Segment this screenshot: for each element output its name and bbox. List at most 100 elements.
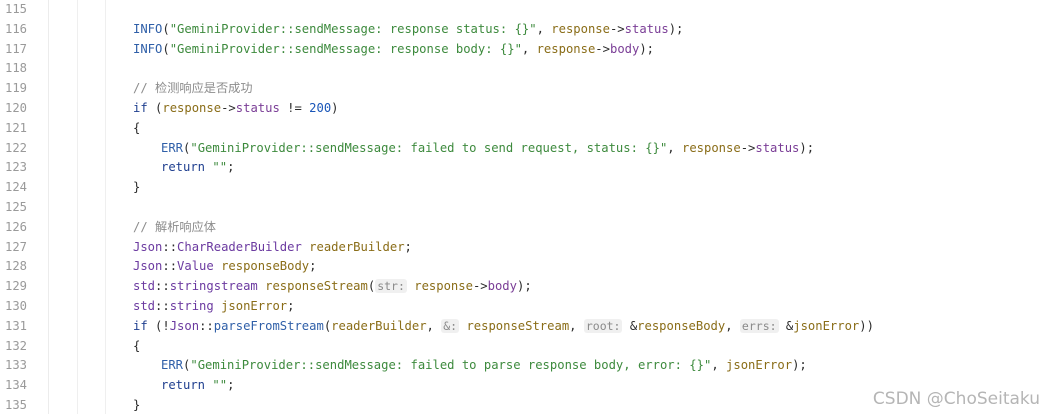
code-token: , bbox=[569, 318, 584, 333]
code-line[interactable]: 135} bbox=[0, 396, 1048, 416]
code-line[interactable]: 130 std::string jsonError; bbox=[0, 297, 1048, 317]
code-token: :: bbox=[162, 239, 178, 254]
code-token: "GeminiProvider::sendMessage: failed to … bbox=[190, 358, 712, 373]
code-line[interactable]: 124} bbox=[0, 178, 1048, 198]
code-token: INFO bbox=[133, 41, 163, 56]
line-number: 132 bbox=[4, 338, 27, 353]
code-token: "GeminiProvider::sendMessage: response b… bbox=[169, 41, 522, 56]
line-number: 117 bbox=[4, 41, 27, 56]
code-token: :: bbox=[162, 259, 178, 274]
code-line[interactable]: 115 bbox=[0, 0, 1048, 20]
code-line[interactable]: 123 return ""; bbox=[0, 158, 1048, 178]
code-token: // 检测响应是否成功 bbox=[133, 81, 253, 96]
code-line[interactable]: 126// 解析响应体 bbox=[0, 218, 1048, 238]
code-token: , bbox=[725, 318, 740, 333]
code-token: } bbox=[133, 180, 141, 195]
code-text: } bbox=[133, 396, 140, 416]
code-token: { bbox=[133, 120, 141, 135]
line-number: 122 bbox=[4, 140, 27, 155]
code-token: ( bbox=[162, 21, 170, 36]
code-token: { bbox=[133, 338, 141, 353]
code-token: , bbox=[426, 318, 442, 333]
code-line[interactable]: 121{ bbox=[0, 119, 1048, 139]
code-token: CharReaderBuilder bbox=[177, 239, 302, 254]
code-token: ) bbox=[331, 101, 339, 115]
code-token: , bbox=[521, 41, 537, 56]
code-token: ERR bbox=[161, 358, 184, 373]
code-text: { bbox=[133, 119, 140, 139]
code-line[interactable]: 122 ERR("GeminiProvider::sendMessage: fai… bbox=[0, 139, 1048, 159]
code-token: status bbox=[235, 101, 280, 115]
code-token: response bbox=[551, 21, 610, 36]
code-line[interactable]: 118 bbox=[0, 59, 1048, 79]
code-token: ); bbox=[792, 358, 807, 373]
inlay-hint: &: bbox=[441, 318, 460, 333]
code-text: Json::Value responseBody; bbox=[133, 257, 316, 277]
code-text: if (!Json::parseFromStream(readerBuilder… bbox=[133, 317, 874, 337]
code-token: stringstream bbox=[169, 279, 258, 294]
code-token: & bbox=[622, 318, 638, 333]
code-line[interactable]: 132 { bbox=[0, 337, 1048, 357]
code-text: ERR("GeminiProvider::sendMessage: failed… bbox=[161, 356, 807, 376]
code-token: readerBuilder bbox=[309, 239, 405, 254]
code-token: ( bbox=[183, 140, 191, 155]
code-text: { bbox=[133, 337, 140, 357]
code-token: // 解析响应体 bbox=[133, 219, 216, 234]
code-text: // 检测响应是否成功 bbox=[133, 79, 253, 99]
code-token: "" bbox=[212, 378, 228, 393]
code-token: , bbox=[667, 140, 682, 155]
code-token: INFO bbox=[133, 21, 163, 36]
code-text: } bbox=[133, 178, 140, 198]
code-token: response bbox=[414, 279, 473, 294]
code-token: parseFromStream bbox=[213, 318, 324, 333]
line-number: 130 bbox=[4, 299, 27, 313]
code-text: Json::CharReaderBuilder readerBuilder; bbox=[133, 238, 412, 258]
code-token: ERR bbox=[161, 140, 184, 155]
code-token: ; bbox=[227, 160, 235, 175]
code-token: ); bbox=[799, 140, 815, 155]
code-token bbox=[214, 259, 221, 273]
code-token: jsonError bbox=[726, 358, 793, 373]
code-token: 200 bbox=[309, 101, 332, 115]
code-token: ( bbox=[367, 279, 376, 294]
code-token: body bbox=[487, 279, 517, 294]
code-line[interactable]: 125 bbox=[0, 198, 1048, 218]
code-token: :: bbox=[199, 318, 214, 333]
code-token bbox=[214, 299, 221, 313]
code-token: -> bbox=[595, 41, 610, 56]
code-token: ; bbox=[404, 239, 412, 254]
code-text: return ""; bbox=[161, 158, 234, 178]
line-number: 125 bbox=[4, 200, 27, 214]
line-number: 123 bbox=[4, 160, 27, 175]
code-line[interactable]: 117 INFO("GeminiProvider::sendMessage: re… bbox=[0, 40, 1048, 60]
code-token: Json bbox=[133, 239, 163, 254]
code-token: ( bbox=[323, 318, 332, 333]
code-line[interactable]: 116 INFO("GeminiProvider::sendMessage: re… bbox=[0, 20, 1048, 40]
code-text: if (response->status != 200) bbox=[133, 99, 339, 119]
code-token: , bbox=[711, 358, 727, 373]
code-token: response bbox=[536, 41, 596, 56]
code-line[interactable]: 119 // 检测响应是否成功 bbox=[0, 79, 1048, 99]
code-text: return ""; bbox=[161, 376, 234, 396]
line-number: 116 bbox=[4, 21, 27, 36]
code-token: ( bbox=[162, 41, 170, 56]
code-token: return bbox=[161, 160, 206, 175]
line-number: 119 bbox=[4, 81, 27, 96]
code-token: "GeminiProvider::sendMessage: response s… bbox=[169, 21, 537, 36]
code-token: status bbox=[624, 21, 669, 36]
code-text: std::string jsonError; bbox=[133, 297, 294, 317]
code-token: & bbox=[778, 318, 794, 333]
code-token: if bbox=[133, 318, 148, 333]
code-token: std bbox=[133, 299, 156, 313]
code-token: responseStream bbox=[265, 279, 368, 294]
code-text: ERR("GeminiProvider::sendMessage: failed… bbox=[161, 139, 814, 159]
code-token: ; bbox=[309, 259, 317, 274]
